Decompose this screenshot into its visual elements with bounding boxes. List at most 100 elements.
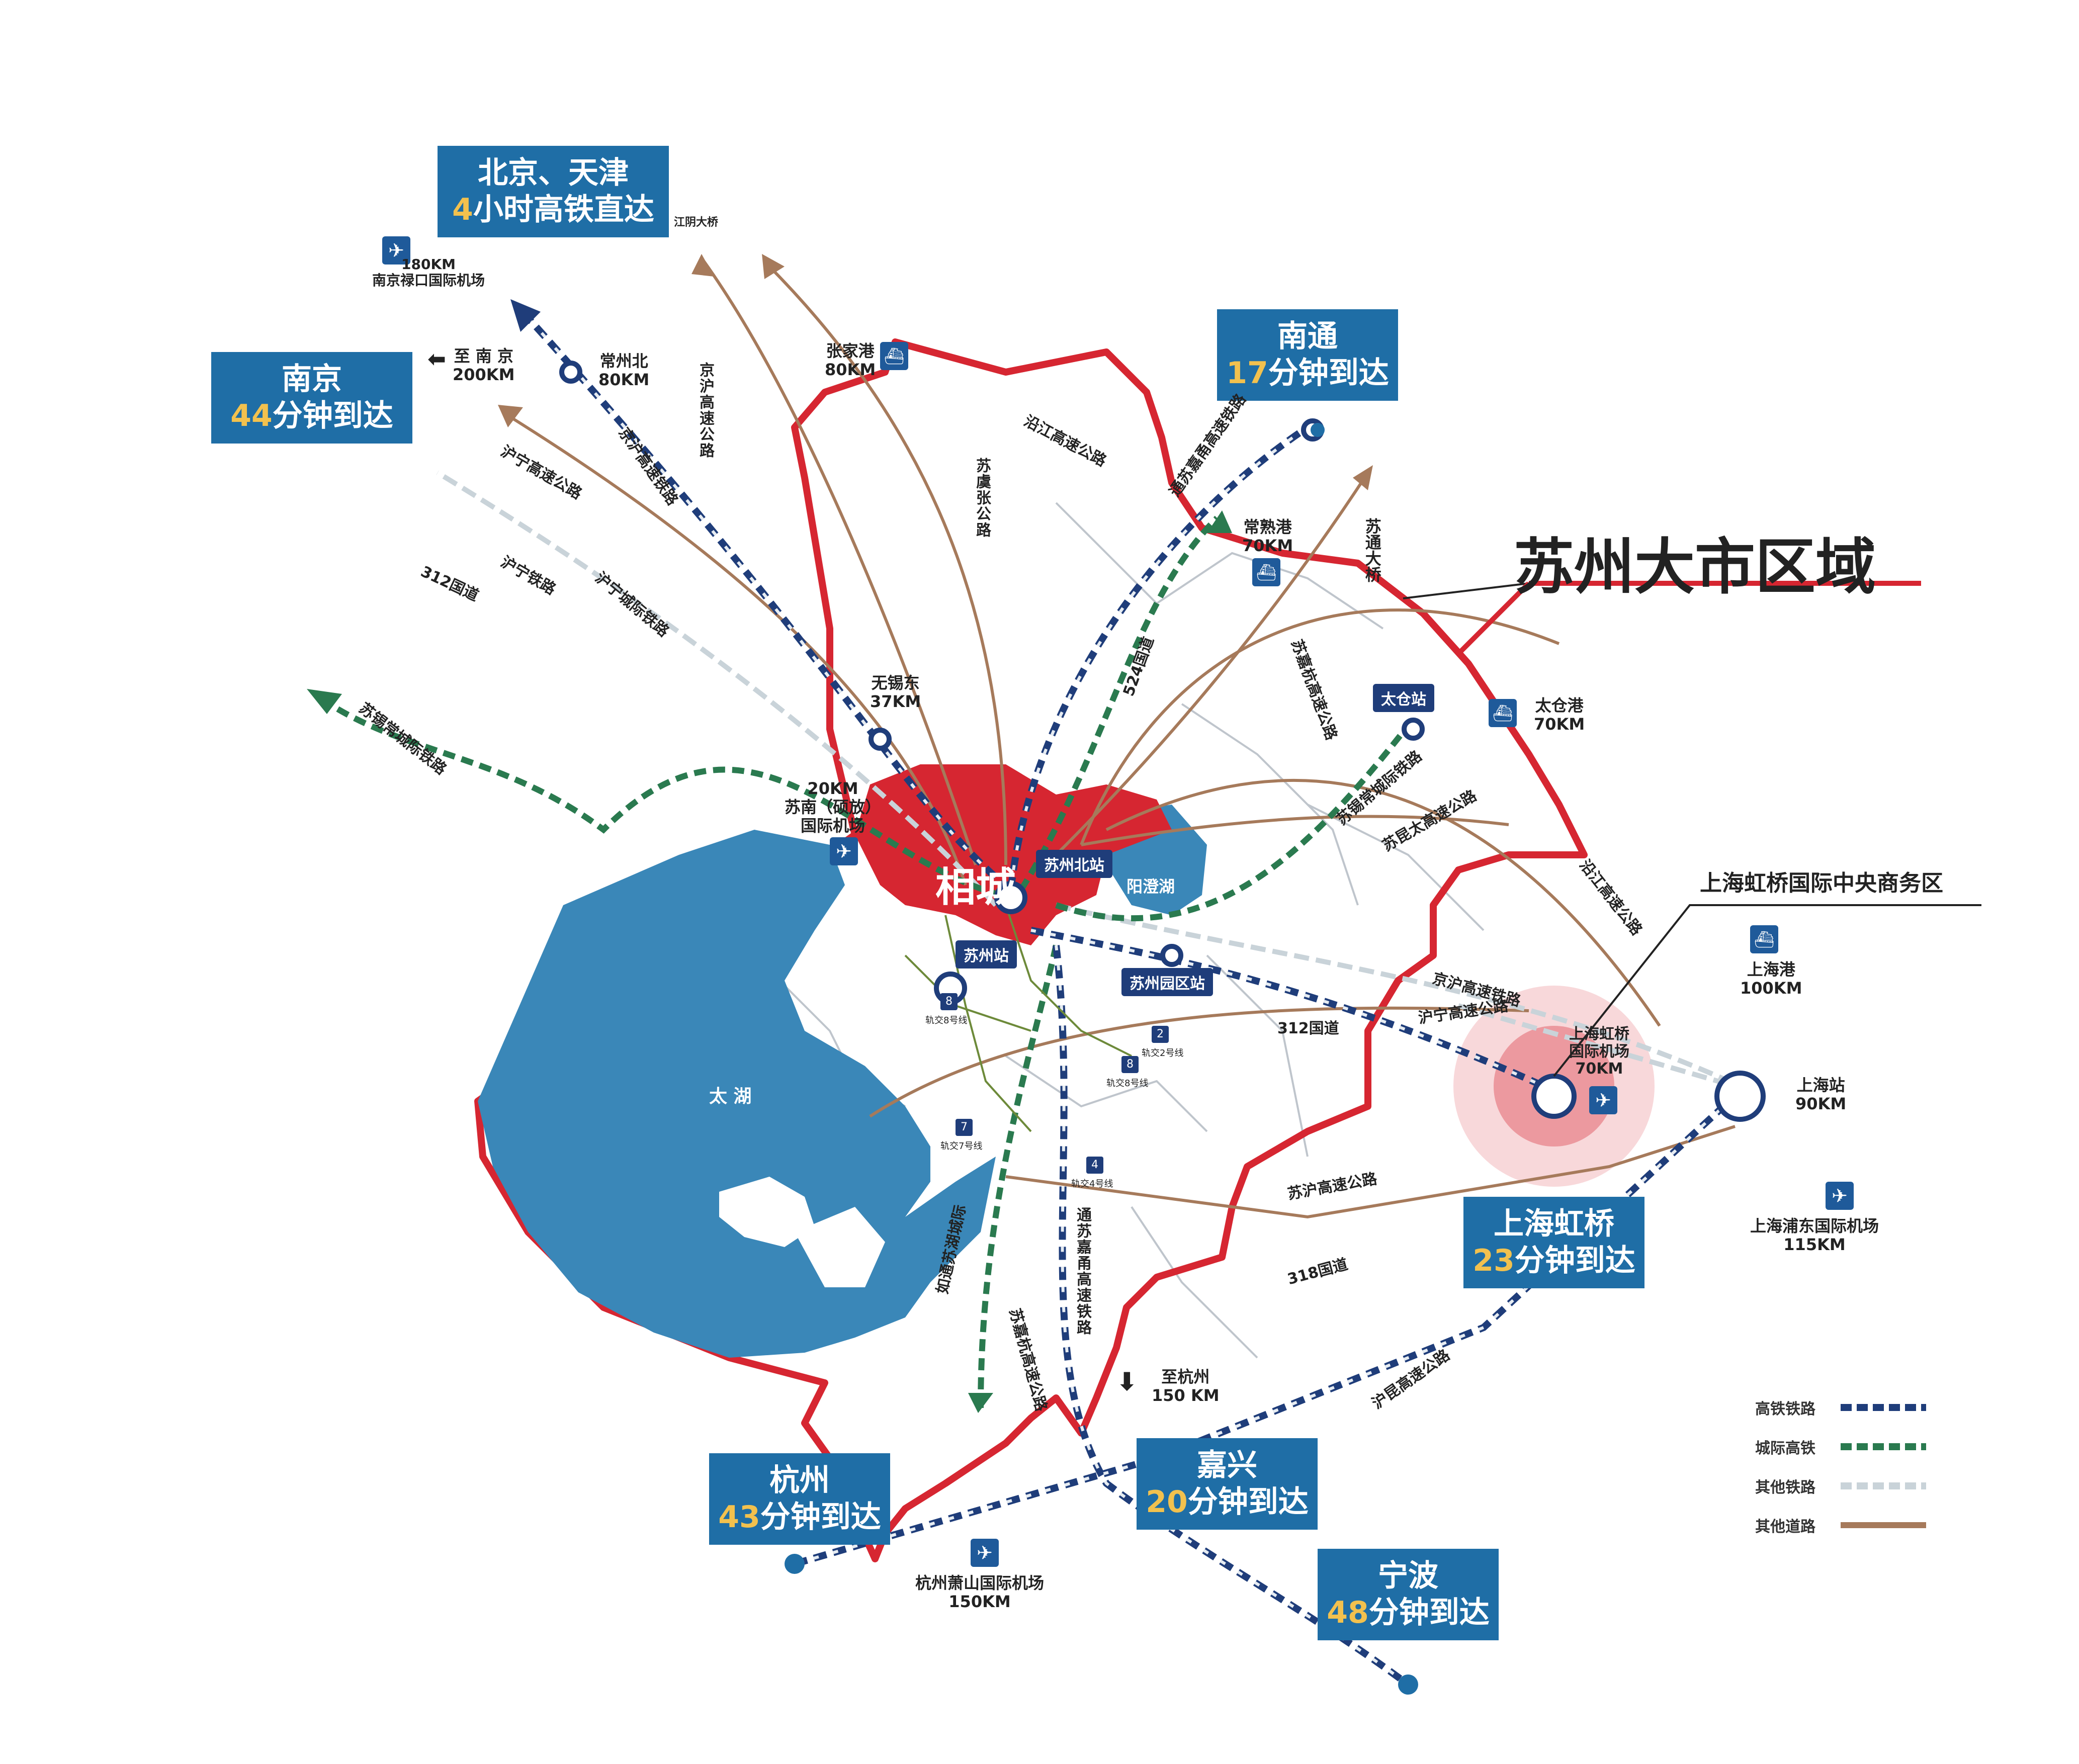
zhangjiagang-km: 80KM bbox=[825, 360, 876, 379]
tag-nanjing-number: 44 bbox=[230, 398, 273, 434]
tag-hangzhou: 杭州 43分钟到达 bbox=[709, 1453, 890, 1545]
label-to-hangzhou: 至杭州 150 KM bbox=[1152, 1368, 1220, 1405]
station-nodes bbox=[559, 361, 1766, 1122]
station-suzhou: 苏州站 bbox=[956, 940, 1017, 968]
sunan-airport-km: 20KM bbox=[807, 779, 858, 798]
legend-swatch bbox=[1841, 1522, 1926, 1528]
legend-row: 高铁铁路 bbox=[1755, 1388, 1936, 1427]
airplane-icon: ✈ bbox=[971, 1539, 999, 1567]
metro-icon: 4 bbox=[1086, 1157, 1103, 1174]
label-sunan-airport: 20KM 苏南（硕放） 国际机场 bbox=[785, 779, 881, 835]
tag-jiaxing-text: 分钟到达 bbox=[1187, 1484, 1309, 1520]
tag-ningbo: 宁波 48分钟到达 bbox=[1318, 1549, 1499, 1641]
sunan-airport-2: 国际机场 bbox=[801, 816, 865, 835]
pudong-km: 115KM bbox=[1783, 1234, 1846, 1254]
metro-icon: 2 bbox=[1152, 1026, 1169, 1043]
legend-label: 城际高铁 bbox=[1755, 1440, 1815, 1457]
label-changzhou-north: 常州北 80KM bbox=[598, 352, 649, 389]
metro-line-label: 轨交7号线 bbox=[940, 1141, 983, 1152]
wuxi-east: 无锡东 bbox=[871, 673, 920, 692]
station-suzhou-park: 苏州园区站 bbox=[1121, 968, 1213, 996]
label-to-nanjing: 至 南 京 200KM bbox=[453, 347, 514, 384]
airplane-icon: ✈ bbox=[1826, 1182, 1854, 1210]
airplane-icon: ✈ bbox=[382, 236, 410, 264]
tag-ningbo-text: 分钟到达 bbox=[1368, 1595, 1490, 1631]
tag-jiaxing-number: 20 bbox=[1146, 1484, 1188, 1520]
tag-nantong-line1: 南通 bbox=[1277, 319, 1338, 354]
label-shanghai-port: 上海港 100KM bbox=[1740, 960, 1802, 998]
tag-hongqiao-line1: 上海虹桥 bbox=[1494, 1206, 1614, 1242]
zhangjiagang: 张家港 bbox=[826, 341, 875, 361]
legend-swatch bbox=[1841, 1482, 1926, 1489]
shanghai-station-km: 90KM bbox=[1795, 1094, 1847, 1113]
legend-label: 其他铁路 bbox=[1755, 1479, 1815, 1496]
sunan-airport-1: 苏南（硕放） bbox=[785, 797, 882, 817]
metro-line-label: 轨交8号线 bbox=[1106, 1078, 1149, 1089]
taicang-port: 太仓港 bbox=[1535, 696, 1584, 715]
shanghai-station: 上海站 bbox=[1796, 1076, 1845, 1095]
nanjing-airport-km: 180KM bbox=[401, 256, 456, 273]
cbd-label: 上海虹桥国际中央商务区 bbox=[1700, 870, 1943, 896]
intercity-rail bbox=[320, 515, 1416, 1408]
ship-icon: ⛴ bbox=[880, 342, 908, 370]
road-tongsujiayong: 通苏嘉甬高速铁路 bbox=[1074, 1207, 1091, 1336]
label-changshu-port: 常熟港 70KM bbox=[1242, 518, 1293, 555]
to-hangzhou: 至杭州 bbox=[1161, 1367, 1210, 1386]
blue-arrows bbox=[510, 299, 541, 332]
xiaoshan-airport: 杭州萧山国际机场 bbox=[915, 1573, 1045, 1593]
tag-hongqiao-text: 分钟到达 bbox=[1514, 1243, 1635, 1279]
label-pudong-airport: 上海浦东国际机场 115KM bbox=[1750, 1217, 1879, 1254]
pudong-airport: 上海浦东国际机场 bbox=[1750, 1216, 1879, 1236]
tag-hangzhou-text: 分钟到达 bbox=[760, 1500, 881, 1535]
shanghai-port-km: 100KM bbox=[1740, 978, 1802, 998]
brown-arrows bbox=[498, 254, 1373, 490]
metro-line-label: 轨交8号线 bbox=[925, 1015, 968, 1026]
label-xiaoshan-airport: 杭州萧山国际机场 150KM bbox=[915, 1574, 1044, 1611]
tag-ningbo-number: 48 bbox=[1327, 1595, 1369, 1631]
changshu-km: 70KM bbox=[1242, 536, 1293, 555]
tag-nantong-number: 17 bbox=[1226, 356, 1268, 391]
road-jinghu-expressway: 京沪高速公路 bbox=[697, 362, 714, 459]
hongqiao-airport-2: 国际机场 bbox=[1569, 1042, 1629, 1061]
airplane-icon: ✈ bbox=[830, 837, 858, 865]
legend-row: 其他铁路 bbox=[1755, 1466, 1936, 1506]
legend-swatch bbox=[1841, 1404, 1926, 1411]
label-nanjing-airport: 180KM 南京禄口国际机场 bbox=[372, 256, 485, 289]
legend-swatch bbox=[1841, 1443, 1926, 1450]
tag-beijing-text: 小时高铁直达 bbox=[473, 192, 654, 228]
green-arrows bbox=[307, 510, 1232, 1413]
changshu-port: 常熟港 bbox=[1243, 517, 1292, 537]
tag-nanjing-text: 分钟到达 bbox=[272, 398, 393, 434]
label-shanghai-station: 上海站 90KM bbox=[1795, 1076, 1846, 1113]
tag-hongqiao-number: 23 bbox=[1472, 1243, 1515, 1279]
tag-jiaxing-line1: 嘉兴 bbox=[1197, 1448, 1257, 1483]
to-hangzhou-km: 150 KM bbox=[1152, 1385, 1220, 1405]
hongqiao-airport-km: 70KM bbox=[1575, 1060, 1623, 1078]
metro-line-label: 轨交4号线 bbox=[1071, 1179, 1113, 1189]
changzhou-north: 常州北 bbox=[599, 351, 648, 371]
title-red-line bbox=[1456, 581, 1531, 656]
legend-label: 高铁铁路 bbox=[1755, 1400, 1815, 1418]
map-title: 苏州大市区域 bbox=[1514, 533, 1876, 602]
tag-hangzhou-number: 43 bbox=[718, 1500, 760, 1535]
to-nanjing: 至 南 京 bbox=[454, 346, 513, 366]
metro-line-label: 轨交2号线 bbox=[1142, 1048, 1184, 1059]
station-suzhou-north: 苏州北站 bbox=[1036, 850, 1112, 878]
endpoint-nodes bbox=[785, 423, 1418, 1695]
arrow-down-icon: ⬇ bbox=[1116, 1367, 1138, 1396]
airplane-icon: ✈ bbox=[1589, 1086, 1617, 1114]
tag-beijing: 北京、天津 4小时高铁直达 bbox=[438, 146, 669, 238]
tag-beijing-line1: 北京、天津 bbox=[478, 155, 629, 191]
other-railways bbox=[436, 470, 1742, 1089]
label-zhangjiagang: 张家港 80KM bbox=[825, 342, 876, 379]
tag-nanjing-line1: 南京 bbox=[282, 362, 342, 397]
label-yangcheng-lake: 阳澄湖 bbox=[1127, 877, 1175, 896]
metro-icon: 7 bbox=[956, 1119, 973, 1136]
ship-icon: ⛴ bbox=[1750, 925, 1778, 953]
legend-label: 其他道路 bbox=[1755, 1518, 1815, 1536]
label-hongqiao-airport: 上海虹桥 国际机场 70KM bbox=[1569, 1025, 1629, 1078]
road-g312-east: 312国道 bbox=[1277, 1020, 1339, 1037]
taicang-km: 70KM bbox=[1534, 714, 1585, 734]
tag-hongqiao: 上海虹桥 23分钟到达 bbox=[1463, 1197, 1644, 1289]
